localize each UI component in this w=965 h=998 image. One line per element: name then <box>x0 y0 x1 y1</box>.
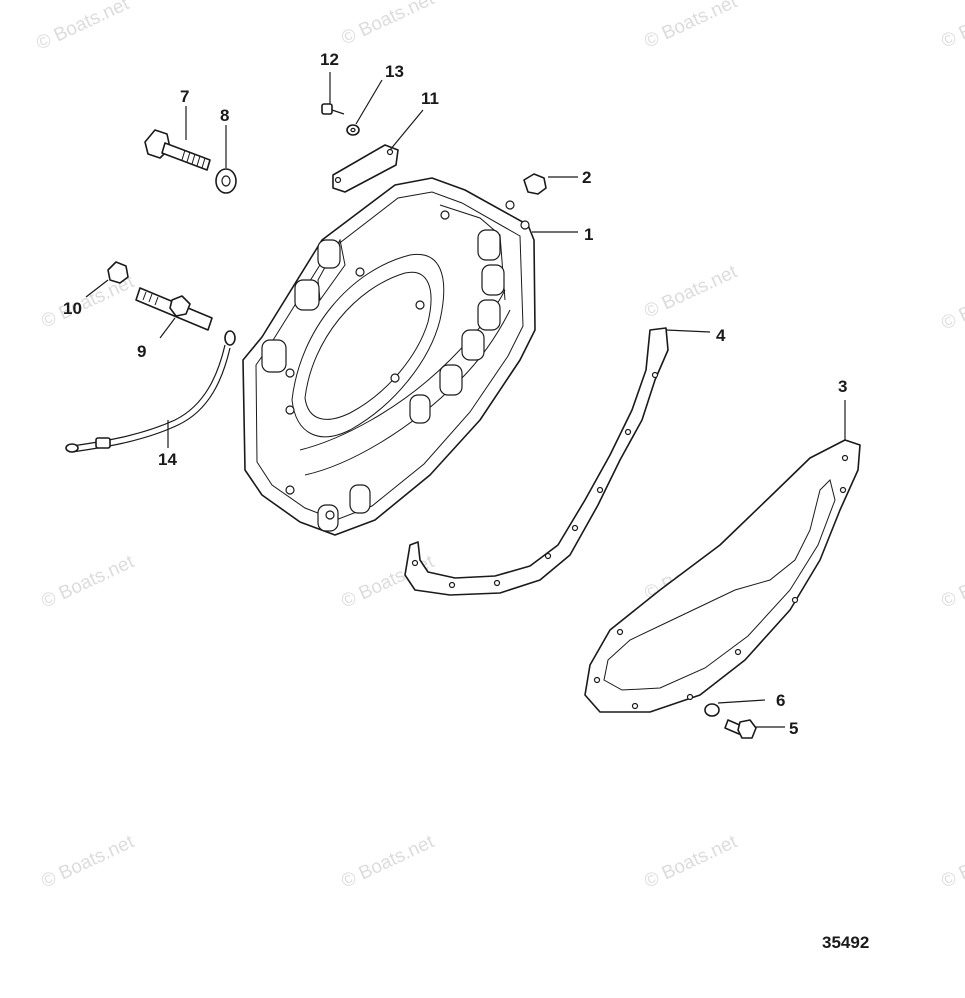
flywheel-housing <box>242 177 536 536</box>
bolt-7 <box>144 129 211 171</box>
callout-8: 8 <box>220 106 229 125</box>
cable-14 <box>65 330 236 453</box>
screw-5 <box>724 719 757 739</box>
callout-1: 1 <box>584 225 593 244</box>
watermark: © Boats.net <box>38 831 138 892</box>
watermark: © Boats.net <box>641 831 741 892</box>
watermark: © Boats.net <box>938 551 965 612</box>
cover-3 <box>584 439 861 713</box>
callout-3: 3 <box>838 377 847 396</box>
screw-12 <box>321 103 345 115</box>
nut-10 <box>107 261 129 284</box>
callout-7: 7 <box>180 87 189 106</box>
watermark: © Boats.net <box>641 0 741 53</box>
stud-9 <box>135 287 213 331</box>
watermark: © Boats.net <box>338 0 438 50</box>
watermark: © Boats.net <box>938 0 965 53</box>
watermark: © Boats.net <box>938 831 965 892</box>
nut-6 <box>704 703 720 717</box>
gasket-4 <box>404 327 669 596</box>
figure-number: 35492 <box>822 933 869 952</box>
watermark: © Boats.net <box>338 831 438 892</box>
callout-labels: 1 2 3 4 5 6 7 8 9 10 11 12 13 14 <box>63 50 847 738</box>
leader-lines <box>85 72 846 728</box>
callout-6: 6 <box>776 691 785 710</box>
cover-plate-11 <box>332 144 399 193</box>
watermark: © Boats.net <box>938 273 965 334</box>
watermark-layer: © Boats.net © Boats.net © Boats.net © Bo… <box>33 0 965 893</box>
callout-13: 13 <box>385 62 404 81</box>
callout-2: 2 <box>582 168 591 187</box>
callout-10: 10 <box>63 299 82 318</box>
watermark: © Boats.net <box>33 0 133 55</box>
callout-11: 11 <box>421 89 439 108</box>
callout-14: 14 <box>158 450 177 469</box>
watermark: © Boats.net <box>641 261 741 322</box>
callout-4: 4 <box>716 326 726 345</box>
washer-13 <box>346 124 360 136</box>
nut-2 <box>523 173 547 195</box>
watermark: © Boats.net <box>38 551 138 612</box>
callout-9: 9 <box>137 342 146 361</box>
callout-12: 12 <box>320 50 339 69</box>
washer-8 <box>215 168 237 194</box>
callout-5: 5 <box>789 719 798 738</box>
